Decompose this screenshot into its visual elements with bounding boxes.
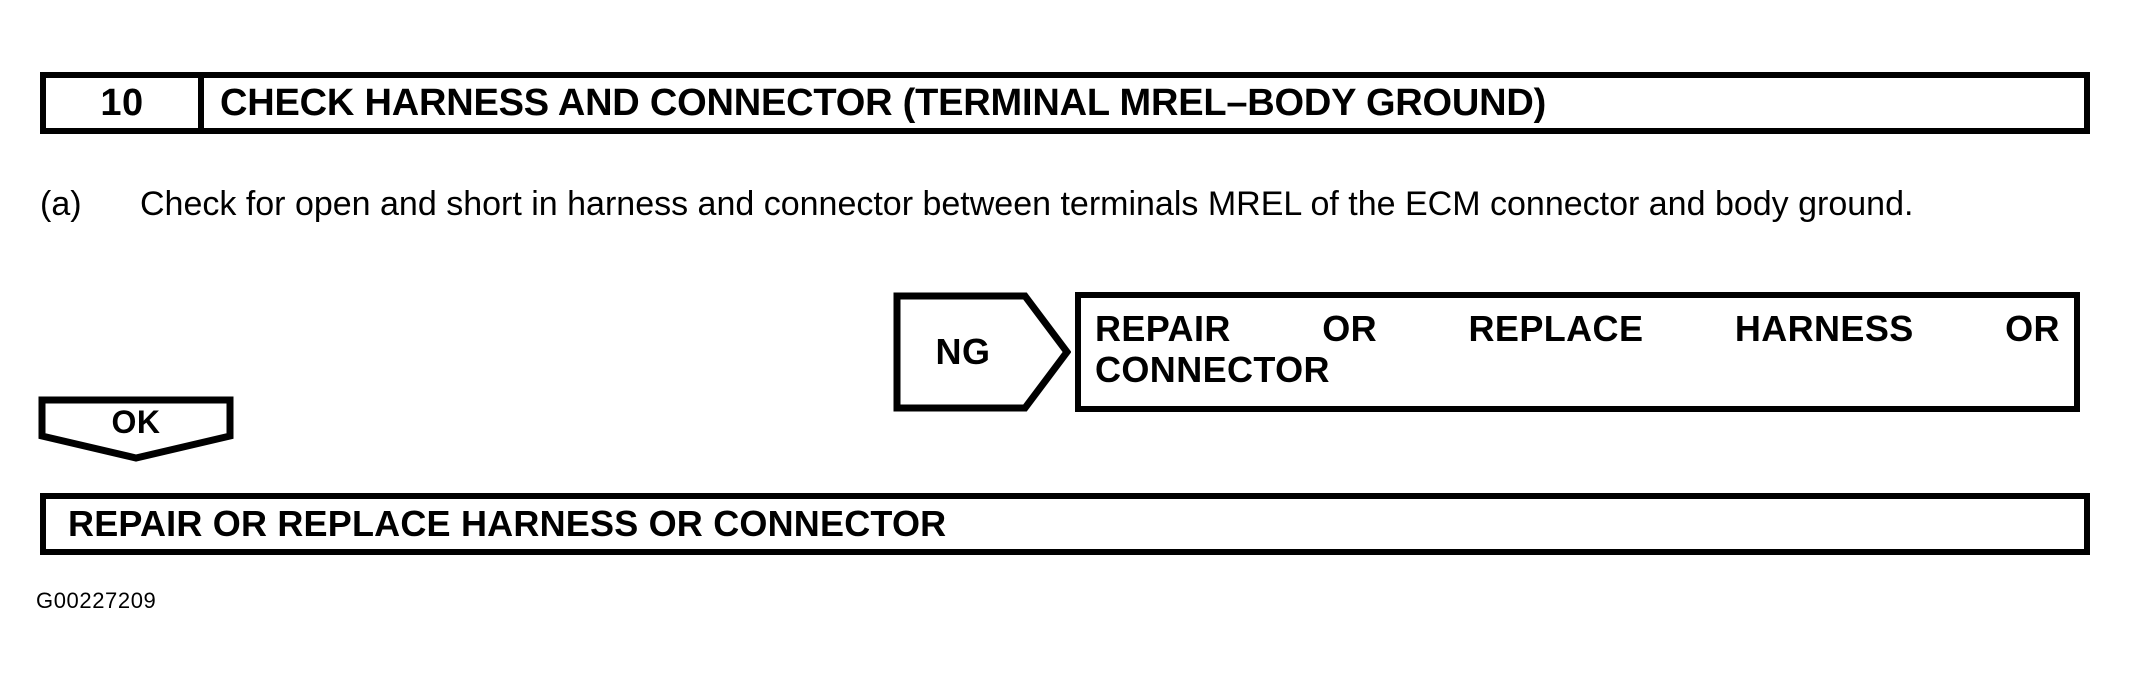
step-header-bar: 10 CHECK HARNESS AND CONNECTOR (TERMINAL… [40, 72, 2090, 134]
ng-result-word: OR [1322, 308, 1378, 349]
ng-result-line-1: REPAIR OR REPLACE HARNESS OR [1095, 308, 2060, 349]
ok-badge-shape: OK [38, 396, 234, 462]
ng-result-line-2: CONNECTOR [1095, 349, 1330, 391]
step-number: 10 [46, 78, 204, 128]
instruction-marker: (a) [40, 185, 82, 223]
ng-result-word: REPLACE [1468, 308, 1644, 349]
instruction-paragraph: (a) Check for open and short in harness … [40, 183, 2090, 227]
ng-result-word: OR [2005, 308, 2060, 349]
ng-result-box: REPAIR OR REPLACE HARNESS OR CONNECTOR [1075, 292, 2080, 412]
ng-arrow-shape: NG [893, 292, 1071, 412]
instruction-text: Check for open and short in harness and … [140, 185, 1914, 223]
step-title: CHECK HARNESS AND CONNECTOR (TERMINAL MR… [220, 81, 1547, 124]
ok-label: OK [111, 403, 161, 440]
ng-result-word: REPAIR [1095, 308, 1231, 349]
ng-result-word: HARNESS [1734, 308, 1914, 349]
ng-label: NG [935, 331, 991, 372]
outcome-box: REPAIR OR REPLACE HARNESS OR CONNECTOR [40, 493, 2090, 555]
figure-code: G00227209 [36, 588, 157, 613]
outcome-text: REPAIR OR REPLACE HARNESS OR CONNECTOR [68, 503, 947, 544]
